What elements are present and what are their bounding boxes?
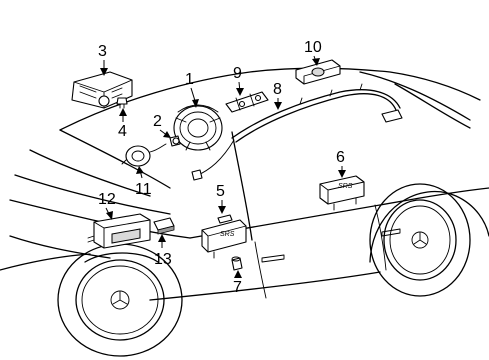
connector-pin: [231, 256, 243, 271]
callout-5: 5: [216, 183, 225, 200]
bolt-part: [169, 135, 181, 147]
bracket-part: [225, 91, 269, 113]
rear-wheel: [369, 183, 471, 297]
srs-label-rear: SRS: [338, 183, 353, 190]
callout-9: 9: [233, 65, 242, 82]
callout-10: 10: [304, 39, 322, 56]
curtain-airbag: [191, 83, 403, 181]
curtain-inflator: [295, 59, 341, 85]
passenger-airbag-module: [71, 71, 133, 109]
callout-12: 12: [98, 191, 116, 208]
side-sensor-rear: SRS: [319, 175, 365, 211]
callout-3: 3: [98, 43, 107, 60]
srs-label-front: SRS: [220, 231, 235, 238]
callout-6: 6: [336, 149, 345, 166]
center-airbag-module: [87, 213, 151, 249]
callout-2: 2: [153, 113, 162, 130]
clip-part: [116, 97, 128, 109]
callout-8: 8: [273, 81, 282, 98]
callouts: 1 2 3 4 5 6 7 8 9 10: [98, 39, 346, 296]
module-bracket: [153, 217, 175, 235]
callout-1: 1: [185, 71, 194, 88]
callout-7: 7: [233, 279, 242, 296]
side-sensor-front: SRS: [201, 214, 247, 259]
callout-11: 11: [135, 181, 152, 198]
vehicle-outline: [0, 67, 489, 301]
callout-4: 4: [118, 123, 127, 140]
spiral-cable: [121, 143, 167, 167]
steering-wheel-airbag: [173, 104, 223, 151]
callout-13: 13: [154, 251, 172, 268]
